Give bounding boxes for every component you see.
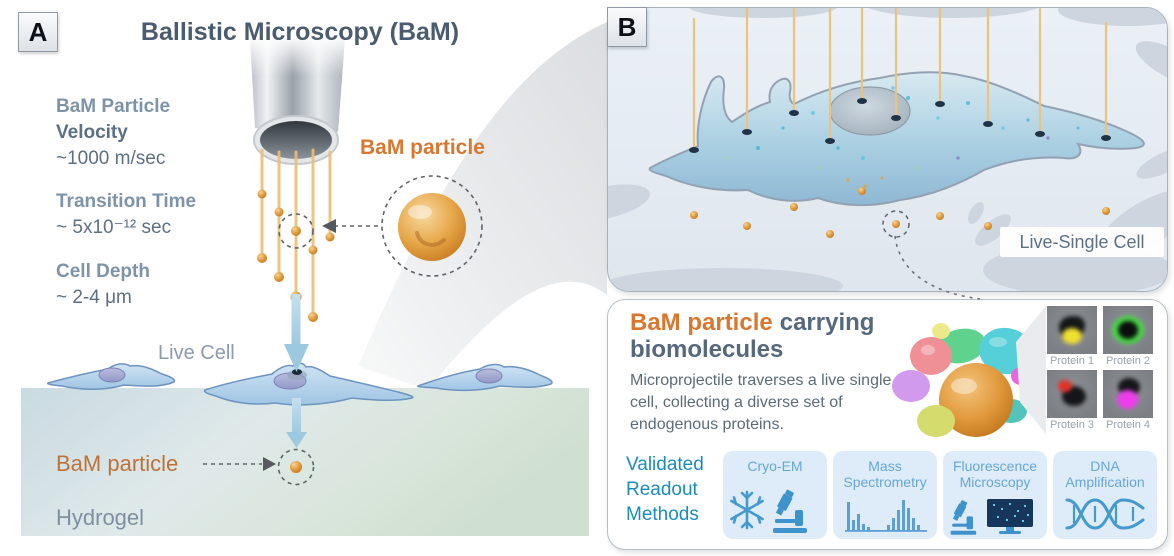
cell-left-nucleus (98, 367, 126, 383)
live-cell-label: Live Cell (158, 342, 235, 364)
stat-velocity-value: ~1000 m/sec (56, 148, 166, 169)
protein-1-label: Protein 1 (1049, 355, 1095, 367)
fluorescence-microscopy-label: Fluorescence Microscopy (952, 458, 1038, 491)
entry-spots (689, 98, 1111, 153)
protein-2-thumbnail (1103, 306, 1153, 354)
microscope-icon (773, 489, 807, 533)
monitor-icon (987, 499, 1033, 527)
panel-a-illustration (21, 22, 607, 536)
mass-spectrometry-icon (845, 500, 927, 532)
penetration-arrow (286, 432, 307, 448)
cell-right-nucleus (475, 368, 503, 384)
thumbnail-funnel (1016, 306, 1046, 434)
stat-velocity: BaM Particle Velocity ~1000 m/sec (56, 94, 170, 172)
panel-c-title-rest: carrying (779, 309, 875, 336)
mass-spectrometry-label: Mass Spectrometry (843, 458, 927, 491)
gel-arrowhead (263, 457, 276, 471)
gel-particle (290, 461, 302, 473)
protein-2-label: Protein 2 (1105, 355, 1151, 367)
stat-cell-depth-value: ~ 2-4 μm (56, 287, 132, 308)
fluorescence-microscopy-icon (950, 499, 1033, 535)
magnification-swoosh (358, 22, 607, 390)
callout-arrowhead (322, 219, 336, 233)
stat-transition-time: Transition Time ~ 5x10⁻¹² sec (56, 189, 196, 241)
panel-a-title: Ballistic Microscopy (BaM) (140, 18, 460, 46)
live-single-cell-caption: Live-Single Cell (1000, 227, 1164, 257)
method-fluorescence-microscopy: Fluorescence Microscopy (943, 451, 1047, 539)
protein-3-label: Protein 3 (1049, 419, 1095, 431)
cryo-em-icon (730, 489, 807, 533)
cryo-em-label: Cryo-EM (747, 458, 803, 474)
protein-1-thumbnail (1047, 306, 1097, 354)
panel-c-description: Microprojectile traverses a live single … (630, 372, 892, 434)
cytoplasm-speckles (726, 86, 1080, 188)
tracked-particle-circle (882, 210, 910, 238)
protein-3-thumbnail (1047, 370, 1097, 418)
cell-middle (203, 362, 414, 406)
stat-transition-label: Transition Time (56, 191, 197, 212)
stat-cell-depth-label: Cell Depth (56, 261, 150, 282)
panel-a-label: A (18, 12, 58, 52)
method-dna-amplification: DNA Amplification (1053, 451, 1157, 539)
cell-nucleus (829, 86, 911, 136)
bam-sphere (398, 193, 466, 261)
particle-magnified-circle (381, 175, 483, 277)
particle-zoom-circle (278, 213, 314, 249)
panel-c-title-line2: biomolecules (630, 336, 784, 363)
entry-spot (292, 369, 302, 375)
panel-c-title-accent: BaM particle (630, 309, 773, 336)
protein-4-thumbnail (1103, 370, 1153, 418)
method-mass-spectrometry: Mass Spectrometry (833, 451, 937, 539)
projectile-needles (692, 8, 1108, 150)
method-cryo-em: Cryo-EM (723, 451, 827, 539)
stat-cell-depth: Cell Depth ~ 2-4 μm (56, 259, 150, 311)
impact-arrow (284, 344, 309, 372)
gel-particle-circle (277, 448, 315, 486)
stat-velocity-label: BaM Particle (56, 96, 171, 117)
bam-particle-callout-label: BaM particle (360, 136, 485, 159)
exit-trails (692, 154, 1108, 230)
bam-particle-in-gel-label: BaM particle (56, 451, 179, 476)
stat-transition-value: ~ 5x10⁻¹² sec (56, 217, 172, 238)
dna-amplification-label: DNA Amplification (1065, 458, 1145, 491)
stat-velocity-label2: Velocity (56, 122, 128, 143)
panel-b-label: B (607, 7, 647, 47)
validated-readout-methods-label: Validated Readout Methods (626, 454, 704, 525)
live-single-cell-body (648, 71, 1145, 207)
protein-4-label: Protein 4 (1105, 419, 1151, 431)
dna-amplification-icon (1065, 498, 1145, 530)
hydrogel-label: Hydrogel (56, 505, 145, 530)
panel-b: Live-Single Cell (607, 7, 1168, 292)
hydrogel-block (21, 388, 589, 536)
